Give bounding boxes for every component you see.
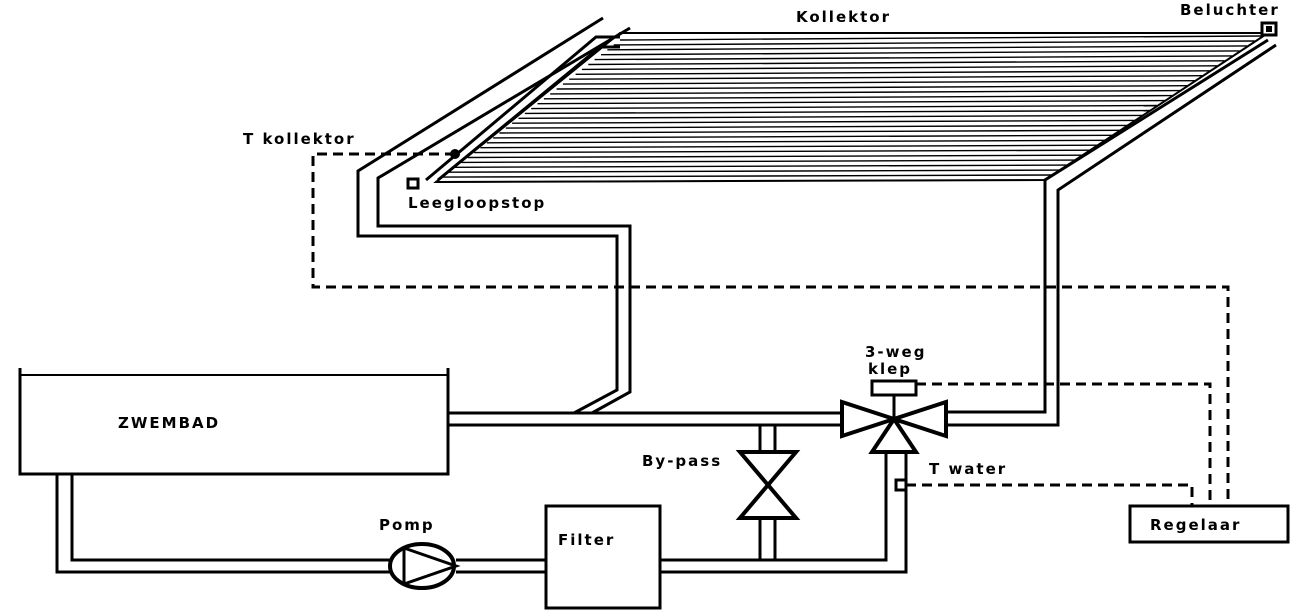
three-way-valve — [840, 379, 948, 454]
collector-tube — [588, 60, 1225, 66]
collector-tube — [480, 144, 1098, 149]
bypass-valve — [735, 450, 801, 520]
collector-tube — [600, 50, 1240, 56]
collector-tube — [594, 55, 1233, 61]
suction-pipe-outer — [55, 474, 390, 574]
collector-tube — [575, 70, 1210, 75]
collector-tube — [474, 149, 1090, 154]
leegloopstop-label: Leegloopstop — [408, 194, 546, 212]
collector-tube — [435, 179, 1046, 183]
collector-supply-pipe — [948, 38, 1269, 414]
suction-pipe-inner — [70, 474, 390, 562]
filter-label: Filter — [558, 531, 615, 549]
collector-tube — [499, 129, 1120, 134]
collector-supply-pipe-inner — [948, 43, 1277, 427]
signal-t-kollektor — [311, 152, 1230, 506]
collector-tubes — [435, 35, 1263, 183]
collector-tube — [581, 65, 1218, 71]
collector-tube — [524, 109, 1150, 115]
regelaar-box — [1128, 504, 1290, 544]
collector-tube — [493, 134, 1113, 139]
beluchter-vent-core — [1266, 26, 1272, 32]
collector-tube — [569, 75, 1203, 80]
collector-tube — [448, 169, 1061, 173]
collector-tube — [607, 45, 1248, 51]
klep-label-line1: 3-weg — [865, 343, 926, 361]
collector-tube — [461, 159, 1075, 164]
collector-tube — [556, 85, 1188, 90]
collector-tube — [562, 80, 1195, 85]
t-water-sensor — [894, 478, 908, 492]
pomp-label: Pomp — [379, 516, 435, 534]
collector-return-header — [356, 16, 619, 415]
signal-t-water — [906, 483, 1194, 506]
leegloopstop-marker — [406, 177, 420, 190]
collector-tube — [454, 164, 1068, 168]
collector-tube — [486, 139, 1105, 144]
collector-tube — [550, 89, 1180, 95]
collector — [356, 16, 1272, 415]
filter-to-valve-pipe-top — [660, 448, 888, 562]
zwembad-basin — [18, 368, 450, 476]
collector-tube — [518, 114, 1143, 119]
collector-tube — [543, 94, 1173, 100]
regelaar-label: Regelaar — [1150, 516, 1241, 534]
collector-tube — [512, 119, 1135, 124]
collector-tube — [619, 35, 1263, 41]
bypass-label: By-pass — [642, 452, 722, 470]
collector-tube — [467, 154, 1083, 159]
kollektor-label: Kollektor — [796, 8, 891, 26]
beluchter-label: Beluchter — [1180, 1, 1280, 19]
t-kollektor-label: T kollektor — [243, 130, 356, 148]
collector-tube — [613, 40, 1255, 46]
collector-tube — [531, 104, 1158, 110]
klep-label-line2: klep — [868, 360, 912, 378]
t-water-label: T water — [929, 460, 1007, 478]
signal-valve-actuator — [916, 382, 1212, 506]
collector-tube — [537, 99, 1165, 105]
zwembad-label: ZWEMBAD — [118, 414, 220, 432]
pump — [388, 542, 461, 590]
collector-tube — [505, 124, 1128, 129]
filter-box — [544, 504, 662, 610]
collector-tube — [442, 174, 1053, 178]
